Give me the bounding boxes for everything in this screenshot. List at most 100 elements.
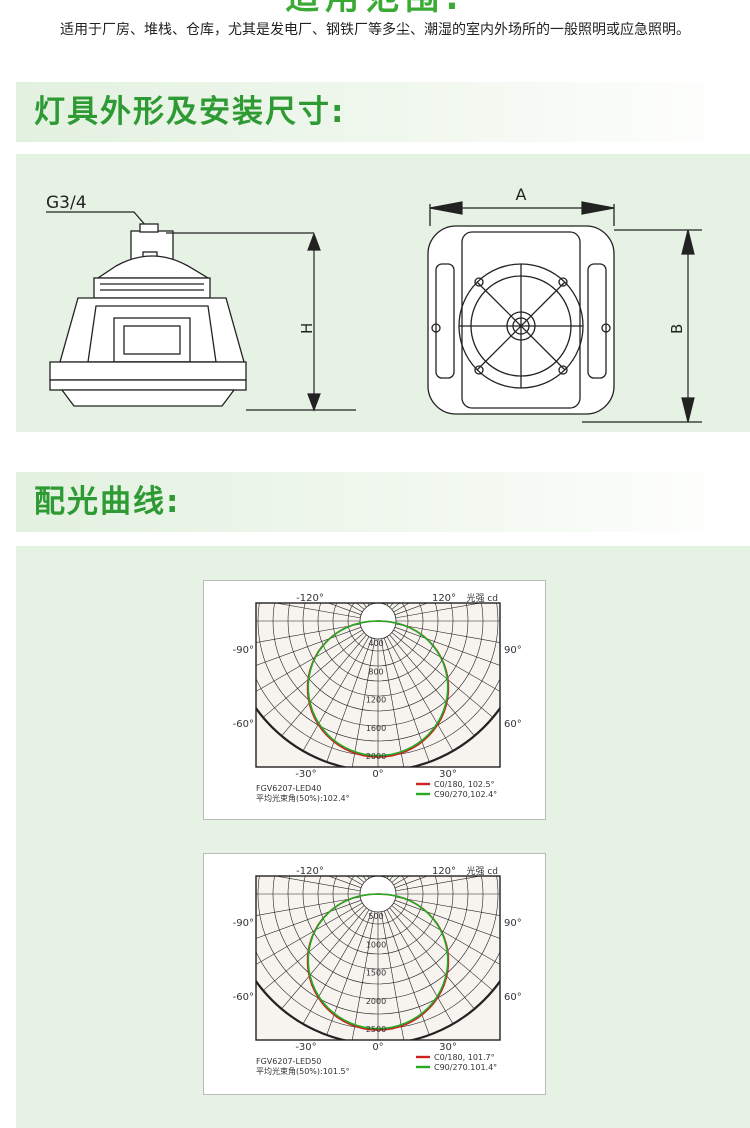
- chart-subtitle: 平均光束角(50%):101.5°: [256, 1066, 350, 1076]
- grid-spoke: [380, 876, 382, 877]
- side-view-drawing: [46, 211, 356, 411]
- grid-spoke: [393, 629, 500, 692]
- grid-spoke: [374, 603, 376, 604]
- grid-spoke: [256, 902, 363, 965]
- grid-spoke: [380, 638, 405, 767]
- section-title-light-curve: 配光曲线:: [34, 484, 181, 520]
- angle-label: 120°: [432, 593, 456, 604]
- grid-spoke: [281, 907, 367, 1010]
- grid-spoke: [393, 902, 500, 965]
- grid-spoke: [386, 909, 454, 1025]
- grid-spoke: [302, 636, 370, 752]
- grid-spoke: [351, 638, 376, 767]
- section-header-dimensions: 灯具外形及安装尺寸:: [16, 82, 750, 142]
- radial-tick-label: 1500: [366, 969, 386, 978]
- unit-label: 光强 cd: [466, 592, 498, 604]
- grid-spoke: [302, 909, 370, 1025]
- radial-tick-label: 2000: [366, 997, 386, 1006]
- grid-spoke: [256, 629, 363, 692]
- angle-label: 30°: [439, 769, 457, 780]
- grid-spoke: [256, 623, 361, 643]
- chart-title: FGV6207-LED50: [256, 1057, 321, 1066]
- depth-label: B: [668, 324, 686, 334]
- grid-spoke: [391, 905, 494, 991]
- radial-tick-label: 1600: [366, 724, 386, 733]
- angle-label: 0°: [372, 769, 383, 780]
- unit-label: 光强 cd: [466, 865, 498, 877]
- height-label: H: [298, 323, 316, 334]
- plot-frame: [255, 875, 501, 1041]
- polar-chart-2: 500 1000 1500 2000 2500 -120° 120° -90° 90° -60° 6…: [233, 865, 522, 1076]
- grid-spoke: [371, 876, 373, 878]
- angle-label: -90°: [233, 918, 254, 929]
- radial-tick-label: 400: [368, 639, 383, 648]
- grid-spoke: [281, 634, 367, 737]
- section-header-light-curve: 配光曲线:: [16, 472, 750, 532]
- polar-chart-1: 400800120016002000-120°120°-90°90°-60°60…: [233, 592, 522, 803]
- radial-tick-label: 1200: [366, 696, 386, 705]
- grid-spoke: [395, 603, 482, 619]
- grid-spoke: [351, 911, 376, 1040]
- legend-label: C90/270.101.4°: [434, 1063, 497, 1072]
- thread-label: G3/4: [46, 193, 87, 213]
- legend-label: C0/180, 101.7°: [434, 1053, 495, 1062]
- grid-spoke: [394, 603, 429, 616]
- dimension-drawing: G3/4 H: [46, 185, 702, 423]
- grid-spoke: [380, 603, 382, 604]
- grid-spoke: [274, 876, 361, 892]
- grid-spoke: [395, 896, 500, 916]
- legend-label: C0/180, 102.5°: [434, 780, 495, 789]
- radial-tick-label: 2500: [366, 1025, 386, 1034]
- grid-spoke: [383, 603, 385, 605]
- polar-chart-card-2: 500 1000 1500 2000 2500 -120° 120° -90° 90° -60° 6…: [203, 853, 546, 1095]
- plot-frame: [255, 602, 501, 768]
- grid-spoke: [395, 876, 482, 892]
- grid-spoke: [374, 876, 376, 877]
- series-curve: [307, 893, 449, 1030]
- angle-label: 60°: [504, 992, 522, 1003]
- angle-label: 120°: [432, 866, 456, 877]
- chart-title: FGV6207-LED40: [256, 784, 321, 793]
- angle-label: 60°: [504, 719, 522, 730]
- angle-label: -30°: [295, 1042, 316, 1053]
- grid-spoke: [371, 603, 373, 605]
- grid-spoke: [394, 899, 500, 939]
- grid-spoke: [389, 634, 475, 737]
- radial-tick-label: 500: [368, 912, 383, 921]
- grid-spoke: [256, 896, 361, 916]
- grid-spoke: [262, 905, 365, 991]
- radial-tick-label: 800: [368, 667, 383, 676]
- depth-dimension: [681, 229, 695, 423]
- intro-paragraph: 适用于厂房、堆栈、仓库，尤其是发电厂、钢铁厂等多尘、潮湿的室内外场所的一般照明或…: [60, 22, 690, 38]
- grid-spoke: [256, 899, 362, 939]
- grid-spoke: [394, 626, 500, 666]
- grid-spoke: [256, 626, 362, 666]
- grid-spoke: [394, 876, 429, 889]
- radial-tick-label: 1000: [366, 940, 386, 949]
- angle-label: 90°: [504, 918, 522, 929]
- legend-label: C90/270,102.4°: [434, 790, 497, 799]
- top-view-drawing: [427, 204, 702, 423]
- grid-spoke: [389, 907, 475, 1010]
- angle-label: -120°: [296, 866, 324, 877]
- grid-spoke: [327, 876, 362, 889]
- angle-label: -60°: [233, 992, 254, 1003]
- grid-spoke: [383, 876, 385, 878]
- height-dimension: [307, 232, 321, 412]
- grid-spoke: [274, 603, 361, 619]
- angle-label: 0°: [372, 1042, 383, 1053]
- angle-label: 30°: [439, 1042, 457, 1053]
- section-title-dimensions: 灯具外形及安装尺寸:: [34, 94, 346, 130]
- grid-spoke: [380, 911, 405, 1040]
- grid-spoke: [386, 636, 454, 752]
- grid-spoke: [262, 632, 365, 718]
- angle-label: -120°: [296, 593, 324, 604]
- grid-spoke: [327, 603, 362, 616]
- angle-label: 90°: [504, 645, 522, 656]
- series-curve: [307, 620, 449, 757]
- angle-label: -60°: [233, 719, 254, 730]
- radial-tick-label: 2000: [366, 752, 386, 761]
- chart-subtitle: 平均光束角(50%):102.4°: [256, 793, 350, 803]
- dimensions-panel: G3/4 H: [16, 154, 750, 432]
